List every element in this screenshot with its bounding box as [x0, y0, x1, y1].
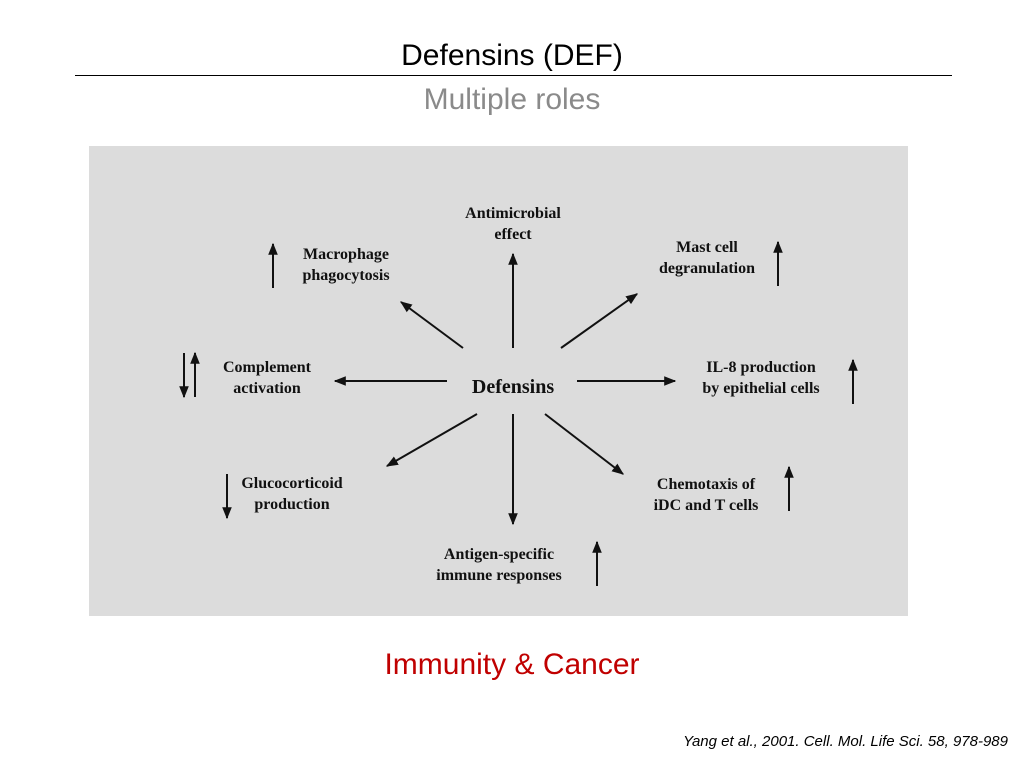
node-macrophage-line: Macrophage: [303, 246, 389, 263]
node-il8-line: by epithelial cells: [702, 380, 819, 397]
spoke-arrow-chemotaxis: [544, 413, 624, 475]
center-node-defensins: Defensins: [472, 376, 554, 398]
node-antimicrobial-line: Antimicrobial: [465, 205, 561, 222]
node-antigen-line: immune responses: [436, 567, 562, 584]
node-antigen-line: Antigen-specific: [444, 546, 554, 563]
node-il8: IL-8 production by epithelial cells: [702, 359, 819, 397]
footer-caption: Immunity & Cancer: [384, 648, 640, 681]
node-glucocorticoid: Glucocorticoid production: [241, 475, 342, 513]
spoke-arrow-mast-cell: [560, 293, 638, 349]
node-macrophage: Macrophage phagocytosis: [302, 246, 389, 284]
diagram-spokes: [333, 252, 677, 526]
spoke-arrow-macrophage: [400, 301, 464, 349]
node-mast-cell: Mast cell degranulation: [659, 239, 755, 277]
node-antimicrobial: Antimicrobial effect: [465, 205, 561, 243]
node-antigen: Antigen-specific immune responses: [436, 546, 562, 584]
node-antimicrobial-line: effect: [494, 226, 532, 243]
node-mast-cell-line: Mast cell: [676, 239, 738, 256]
node-chemotaxis: Chemotaxis of iDC and T cells: [654, 476, 759, 514]
node-il8-line: IL-8 production: [706, 359, 816, 376]
node-glucocorticoid-line: Glucocorticoid: [241, 475, 342, 492]
node-complement-line: activation: [233, 380, 301, 397]
node-chemotaxis-line: Chemotaxis of: [657, 476, 756, 493]
spoke-arrow-glucocorticoid: [385, 413, 478, 467]
title-divider: [75, 75, 952, 76]
citation: Yang et al., 2001. Cell. Mol. Life Sci. …: [683, 733, 1008, 750]
slide-subtitle: Multiple roles: [423, 83, 601, 116]
node-complement: Complement activation: [223, 359, 312, 397]
node-glucocorticoid-line: production: [254, 496, 329, 513]
node-complement-line: Complement: [223, 359, 312, 376]
node-macrophage-line: phagocytosis: [302, 267, 389, 284]
node-chemotaxis-line: iDC and T cells: [654, 497, 759, 514]
node-mast-cell-line: degranulation: [659, 260, 755, 277]
slide-title: Defensins (DEF): [401, 39, 623, 72]
diagram-indicators: [179, 240, 858, 586]
